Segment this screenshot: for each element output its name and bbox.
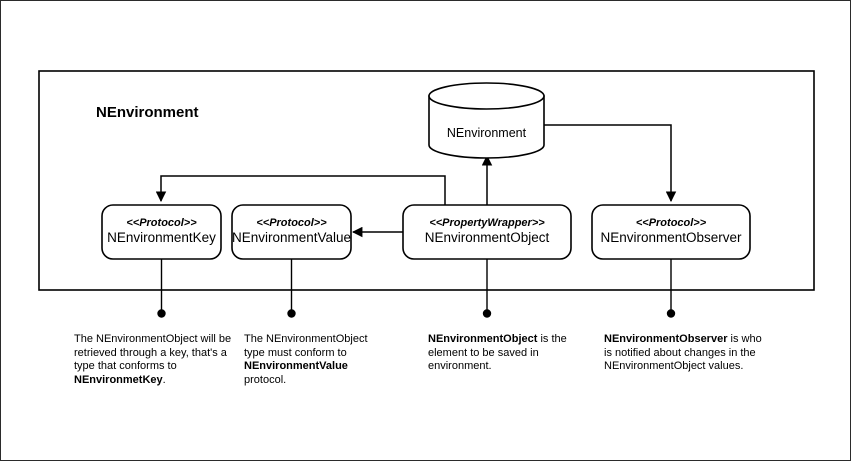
annotation-nenvironmentobject: NEnvironmentObject is the element to be … bbox=[428, 333, 567, 373]
node-name: NEnvironmentObject bbox=[425, 230, 550, 245]
annotation-nenvironmentobserver: NEnvironmentObserver is who is notified … bbox=[604, 333, 762, 373]
node-stereotype: <<PropertyWrapper>> bbox=[429, 217, 545, 229]
leader-nenvironmentobserver bbox=[666, 259, 676, 318]
node-stereotype: <<Protocol>> bbox=[636, 217, 707, 229]
node-stereotype: <<Protocol>> bbox=[256, 217, 327, 229]
leader-nenvironmentobject bbox=[482, 259, 492, 318]
node-name: NEnvironmentObserver bbox=[600, 230, 742, 245]
annotation-nenvironmentvalue: The NEnvironmentObject type must conform… bbox=[244, 333, 368, 386]
leader-nenvironmentvalue bbox=[287, 259, 296, 318]
node-nenvironmentvalue[interactable]: <<Protocol>> NEnvironmentValue bbox=[231, 204, 352, 260]
node-stereotype: <<Protocol>> bbox=[126, 217, 197, 229]
annotation-nenvironmentkey: The NEnvironmentObject will be retrieved… bbox=[74, 333, 232, 386]
datastore-cylinder: NEnvironment bbox=[428, 82, 545, 159]
node-nenvironmentobserver[interactable]: <<Protocol>> NEnvironmentObserver bbox=[591, 204, 751, 260]
container-boundary bbox=[38, 70, 815, 291]
node-nenvironmentobject[interactable]: <<PropertyWrapper>> NEnvironmentObject bbox=[402, 204, 572, 260]
connector-datastore-to-observer bbox=[544, 124, 677, 203]
node-nenvironmentkey[interactable]: <<Protocol>> NEnvironmentKey bbox=[101, 204, 222, 260]
container-title: NEnvironment bbox=[96, 104, 199, 121]
node-name: NEnvironmentValue bbox=[232, 230, 351, 245]
connector-object-to-key bbox=[155, 175, 446, 205]
node-name: NEnvironmentKey bbox=[107, 230, 216, 245]
datastore-label: NEnvironment bbox=[447, 126, 527, 140]
leader-nenvironmentkey bbox=[157, 259, 166, 318]
